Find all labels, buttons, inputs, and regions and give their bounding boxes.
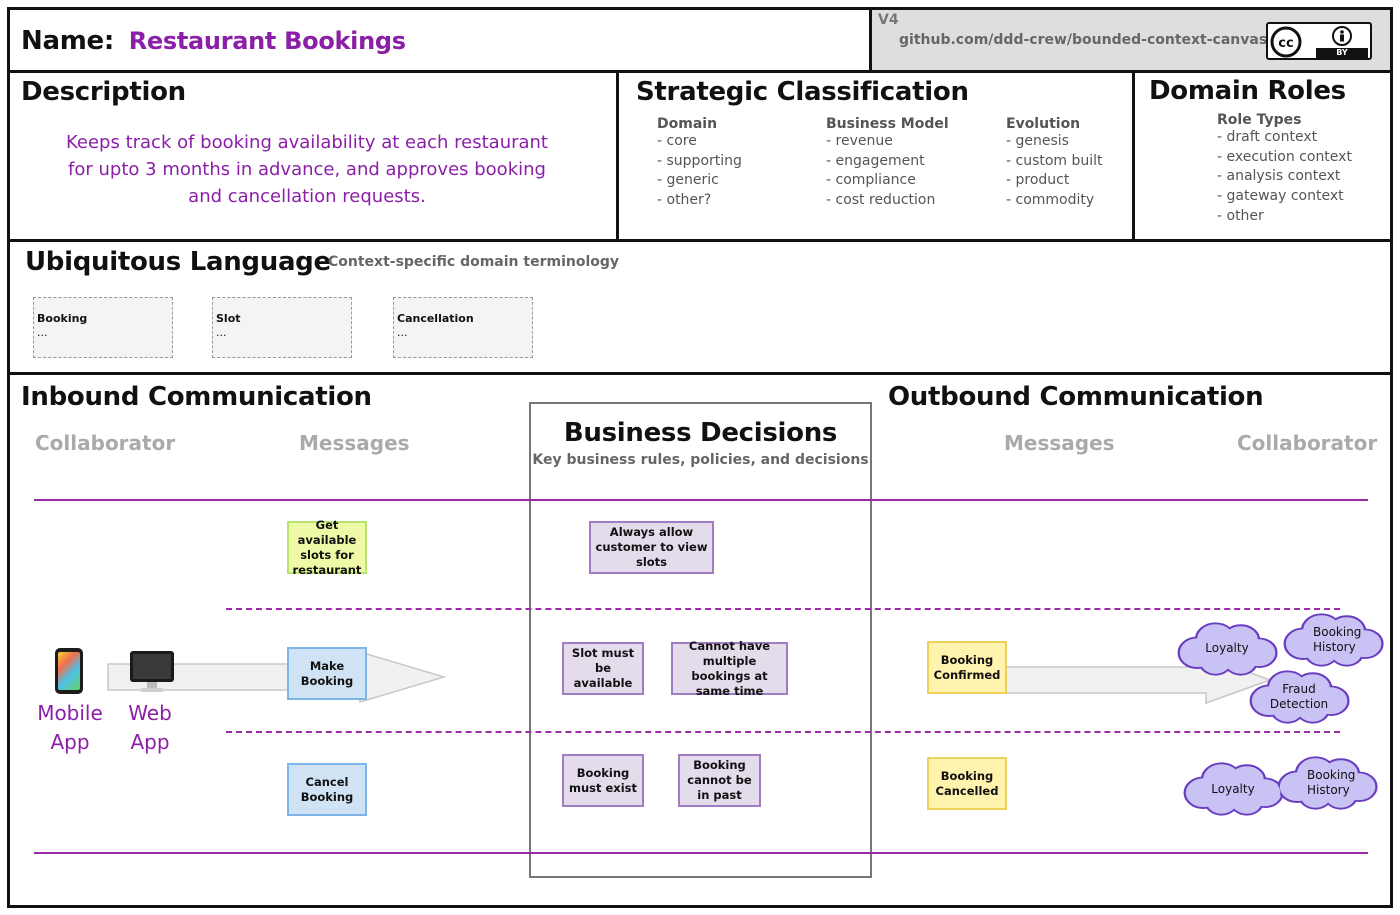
collaborator-fraud-detection[interactable]: Fraud Detection [1269, 682, 1329, 711]
cc-letters: cc [1278, 36, 1293, 51]
list-item: - analysis context [1217, 168, 1341, 185]
inbound-message-query[interactable]: Get available slots for restaurant [287, 518, 367, 577]
divider [7, 239, 1393, 242]
inbound-messages-header: Messages [299, 431, 410, 455]
description-text: Keeps track of booking availability at e… [65, 132, 548, 207]
list-item: - other [1217, 207, 1264, 224]
list-item: - engagement [826, 152, 925, 169]
collaborator-name: Web [128, 701, 172, 725]
outbound-event-card[interactable]: Booking Cancelled [927, 757, 1007, 810]
collaborator-booking-history[interactable]: Booking History [1307, 768, 1356, 797]
collaborator-web-app[interactable]: Web App [110, 699, 190, 757]
collaborator-name: Mobile [37, 701, 103, 725]
divider [7, 372, 1393, 375]
col-heading: Business Model [826, 116, 949, 132]
business-decisions-box [529, 402, 872, 878]
divider [7, 70, 1393, 73]
strategic-col-evolution: Evolution - genesis - custom built - pro… [1006, 116, 1103, 211]
lane-divider [226, 608, 1340, 610]
list-item: - draft context [1217, 129, 1318, 145]
list-item: - custom built [1006, 152, 1103, 169]
term-name: Booking [37, 312, 88, 325]
list-item: - other? [657, 192, 712, 209]
lane-bottom-line [34, 852, 1368, 854]
canvas-frame [7, 7, 1393, 908]
term-desc: ... [37, 326, 48, 339]
list-item: - supporting [657, 152, 742, 169]
lane-top-line [34, 499, 1368, 501]
divider [1132, 70, 1135, 241]
term-name: Slot [216, 312, 241, 325]
collaborator-booking-history[interactable]: Booking History [1313, 625, 1362, 654]
term-card[interactable]: Slot ... [212, 297, 352, 358]
domain-roles-title: Domain Roles [1149, 76, 1346, 106]
term-card[interactable]: Cancellation ... [393, 297, 533, 358]
strategic-col-business-model: Business Model - revenue - engagement - … [826, 116, 949, 211]
cc-icon: cc [1270, 26, 1352, 58]
cc-license-badge[interactable]: cc BY [1266, 22, 1372, 60]
attribution-icon [1332, 26, 1352, 46]
inbound-message-command[interactable]: Make Booking [287, 647, 367, 700]
business-rule-card[interactable]: Booking cannot be in past [678, 754, 761, 807]
ubiquitous-subtitle: Context-specific domain terminology [328, 254, 620, 270]
outbound-collaborator-header: Collaborator [1237, 431, 1378, 455]
by-label: BY [1316, 48, 1368, 58]
outbound-title: Outbound Communication [888, 382, 1264, 412]
outbound-event-card[interactable]: Booking Confirmed [927, 641, 1007, 694]
divider [869, 7, 872, 72]
list-item: - gateway context [1217, 188, 1344, 205]
divider [616, 70, 619, 241]
business-rule-card[interactable]: Booking must exist [562, 754, 644, 807]
list-item: - product [1006, 172, 1070, 189]
collaborator-name: App [50, 730, 90, 754]
list-item: - generic [657, 172, 719, 189]
list-item: - revenue [826, 133, 893, 149]
collaborator-loyalty[interactable]: Loyalty [1211, 782, 1255, 796]
list-item: - commodity [1006, 192, 1095, 209]
inbound-message-command[interactable]: Cancel Booking [287, 763, 367, 816]
collaborator-loyalty[interactable]: Loyalty [1205, 641, 1249, 655]
version-label: V4 [878, 12, 899, 28]
col-heading: Evolution [1006, 116, 1081, 132]
collaborator-mobile-app[interactable]: Mobile App [30, 699, 110, 757]
list-item: - genesis [1006, 133, 1069, 149]
collaborator-name: App [130, 730, 170, 754]
name-label: Name: [21, 26, 114, 56]
inbound-collaborator-header: Collaborator [35, 431, 176, 455]
lane-divider [226, 731, 1340, 733]
business-rule-card[interactable]: Cannot have multiple bookings at same ti… [671, 639, 788, 698]
business-decisions-title: Business Decisions [563, 418, 838, 448]
domain-roles-list: Role Types - draft context - execution c… [1217, 112, 1352, 227]
term-name: Cancellation [397, 312, 474, 325]
desktop-monitor-icon [130, 651, 174, 693]
term-desc: ... [397, 326, 408, 339]
smartphone-icon [55, 648, 83, 694]
ubiquitous-title: Ubiquitous Language [25, 247, 331, 277]
list-item: - cost reduction [826, 192, 936, 209]
business-decisions-subtitle: Key business rules, policies, and decisi… [532, 452, 869, 468]
list-item: - compliance [826, 172, 916, 189]
strategic-title: Strategic Classification [636, 77, 969, 107]
context-name: Restaurant Bookings [128, 27, 406, 55]
term-desc: ... [216, 326, 227, 339]
outbound-messages-header: Messages [1004, 431, 1115, 455]
list-item: - execution context [1217, 148, 1352, 165]
list-item: - core [657, 133, 697, 149]
business-rule-card[interactable]: Always allow customer to view slots [589, 521, 714, 574]
name-row: Name: Restaurant Bookings [21, 26, 406, 56]
inbound-title: Inbound Communication [21, 382, 372, 412]
term-card[interactable]: Booking ... [33, 297, 173, 358]
col-heading: Role Types [1217, 112, 1302, 128]
description-title: Description [21, 77, 186, 107]
strategic-col-domain: Domain - core - supporting - generic - o… [657, 116, 742, 211]
business-rule-card[interactable]: Slot must be available [562, 642, 644, 695]
col-heading: Domain [657, 116, 718, 132]
repo-link[interactable]: github.com/ddd-crew/bounded-context-canv… [899, 32, 1268, 48]
